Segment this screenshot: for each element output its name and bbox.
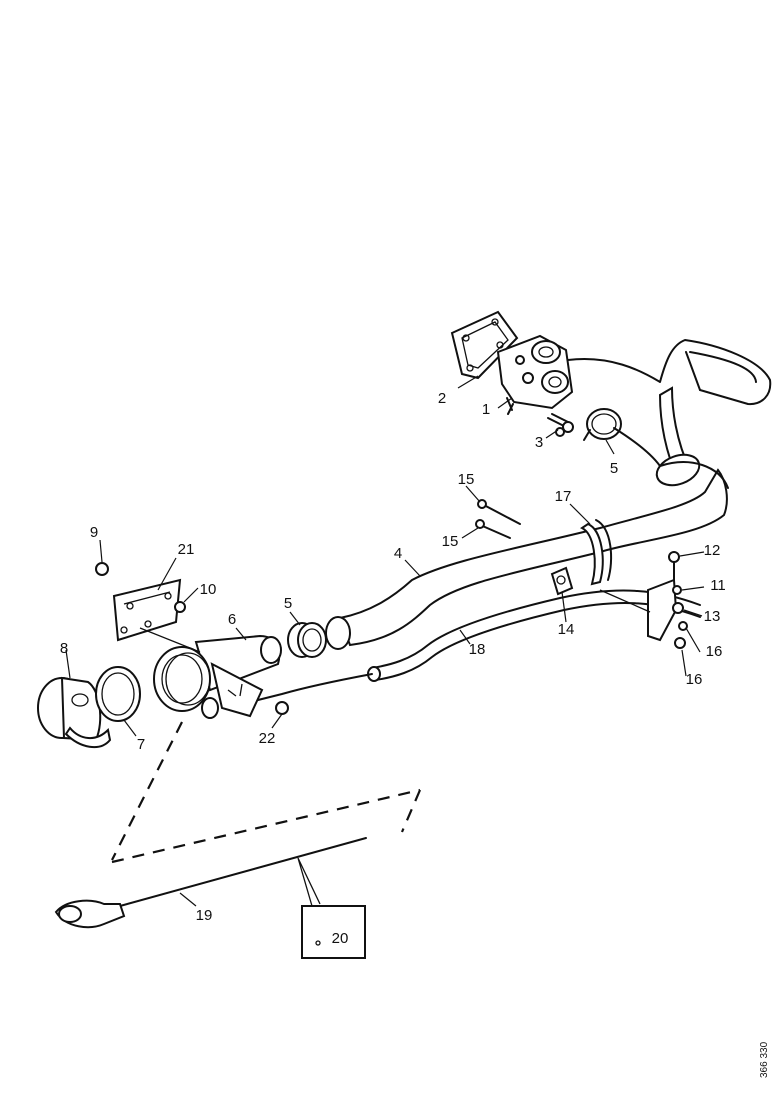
sensor-rod xyxy=(54,721,422,929)
detail-box xyxy=(301,905,366,959)
callout-5-upper: 5 xyxy=(610,460,618,477)
callout-1: 1 xyxy=(482,401,490,418)
ring-clamps xyxy=(287,622,327,658)
callout-21: 21 xyxy=(178,541,195,558)
left-bracket xyxy=(95,562,201,653)
callout-9: 9 xyxy=(90,524,98,541)
callout-19: 19 xyxy=(196,907,213,924)
large-clamp-ring xyxy=(153,646,211,712)
callout-7: 7 xyxy=(137,736,145,753)
clamp-ring xyxy=(583,408,622,441)
callout-20: 20 xyxy=(332,930,349,947)
callout-11: 11 xyxy=(710,577,726,594)
end-cap xyxy=(37,676,112,749)
callout-12: 12 xyxy=(704,542,721,559)
callout-4: 4 xyxy=(394,545,402,562)
bolts xyxy=(547,413,574,437)
reference-code: 366 330 xyxy=(759,1041,770,1078)
main-exhaust-pipe xyxy=(325,453,729,650)
manifold-gasket xyxy=(450,310,519,380)
front-pipe-housing xyxy=(496,334,574,415)
callout-8: 8 xyxy=(60,640,68,657)
right-bracket xyxy=(599,551,688,649)
tube-clip xyxy=(550,566,574,596)
callout-14: 14 xyxy=(558,621,575,638)
callout-2: 2 xyxy=(438,390,446,407)
gasket-ring xyxy=(95,666,141,722)
callout-labels: 1 2 3 4 5 5 6 7 8 9 10 11 12 13 14 15 15… xyxy=(60,390,726,947)
callout-16-lower: 16 xyxy=(686,671,703,688)
callout-15-lower: 15 xyxy=(442,533,459,550)
callout-13: 13 xyxy=(704,608,721,625)
callout-10: 10 xyxy=(200,581,217,598)
connector-pipe xyxy=(194,634,373,719)
leader-lines xyxy=(65,375,705,907)
callout-5-middle: 5 xyxy=(284,595,292,612)
pipe-clamp-band xyxy=(580,519,613,586)
callout-22: 22 xyxy=(259,730,276,747)
callout-17: 17 xyxy=(555,488,572,505)
callout-6: 6 xyxy=(228,611,236,628)
callout-18: 18 xyxy=(469,641,486,658)
clamp-bolts xyxy=(475,499,521,539)
callout-16-upper: 16 xyxy=(706,643,723,660)
callout-15-upper: 15 xyxy=(458,471,475,488)
callout-3: 3 xyxy=(535,434,543,451)
